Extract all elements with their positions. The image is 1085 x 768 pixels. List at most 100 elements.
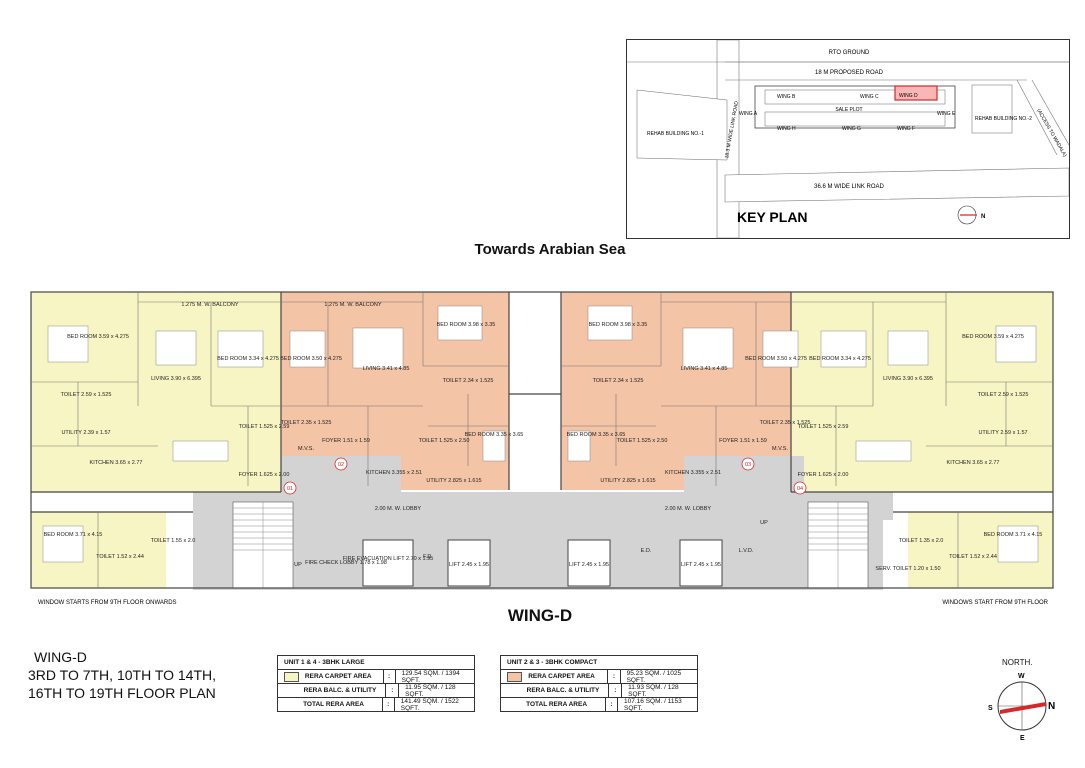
- svg-text:UP: UP: [760, 520, 768, 526]
- svg-text:FOYER 1.625 x 2.00: FOYER 1.625 x 2.00: [798, 472, 849, 478]
- compass-title: NORTH.: [1002, 658, 1033, 667]
- svg-text:KITCHEN 3.65 x 2.77: KITCHEN 3.65 x 2.77: [947, 460, 1000, 466]
- unit-04-area: [791, 292, 1053, 492]
- svg-text:WING F: WING F: [897, 126, 915, 132]
- svg-text:KITCHEN 3.65 x 2.77: KITCHEN 3.65 x 2.77: [90, 460, 143, 466]
- svg-text:WING A: WING A: [739, 111, 758, 117]
- svg-text:LIVING 3.41 x 4.85: LIVING 3.41 x 4.85: [363, 366, 410, 372]
- table-row: TOTAL RERA AREA : 141.49 SQM. / 1522 SQF…: [303, 697, 459, 712]
- table-row: RERA CARPET AREA : 95.23 SQM. / 1025 SQF…: [501, 670, 697, 684]
- svg-text:N: N: [1048, 701, 1055, 712]
- svg-text:WING B: WING B: [777, 94, 796, 100]
- left-room-labels: BED ROOM 3.59 x 4.275 LIVING 3.90 x 6.39…: [44, 302, 524, 568]
- svg-text:BED ROOM 3.34 x 4.275: BED ROOM 3.34 x 4.275: [809, 356, 871, 362]
- svg-text:L.V.D.: L.V.D.: [739, 548, 754, 554]
- svg-text:BED ROOM 3.59 x 4.275: BED ROOM 3.59 x 4.275: [67, 334, 129, 340]
- svg-text:TOILET 1.525 x 2.50: TOILET 1.525 x 2.50: [419, 438, 470, 444]
- svg-text:UP: UP: [294, 562, 302, 568]
- svg-text:BED ROOM 3.98 x 3.35: BED ROOM 3.98 x 3.35: [437, 322, 496, 328]
- svg-text:S: S: [988, 705, 993, 712]
- svg-text:E: E: [1020, 735, 1025, 742]
- window-note-right: WINDOWS START FROM 9TH FLOOR: [942, 600, 1048, 606]
- svg-text:TOILET 1.35 x 2.0: TOILET 1.35 x 2.0: [899, 538, 944, 544]
- svg-text:36.6 M WIDE LINK ROAD: 36.6 M WIDE LINK ROAD: [814, 184, 884, 190]
- svg-text:BED ROOM 3.34 x 4.275: BED ROOM 3.34 x 4.275: [217, 356, 279, 362]
- legend-swatch: [284, 671, 299, 682]
- svg-text:FIRE CHECK LOBBY 1.78 x 1.98: FIRE CHECK LOBBY 1.78 x 1.98: [305, 560, 387, 566]
- svg-text:TOILET 2.34 x 1.525: TOILET 2.34 x 1.525: [593, 378, 644, 384]
- svg-text:TOILET 1.525 x 2.50: TOILET 1.525 x 2.50: [617, 438, 668, 444]
- svg-text:TOILET 2.35 x 1.525: TOILET 2.35 x 1.525: [281, 420, 332, 426]
- sea-direction-heading: Towards Arabian Sea: [474, 241, 626, 258]
- wing-label: WING-D: [507, 606, 573, 625]
- unit-01-area: [31, 292, 281, 492]
- key-plan-map: N RTO GROUND 18 M PROPOSED ROAD 18.3 M W…: [627, 39, 1070, 239]
- svg-text:WING D: WING D: [899, 93, 918, 99]
- table-row: RERA BALC. & UTILITY : 11.95 SQM. / 128 …: [278, 684, 474, 698]
- svg-text:TOILET 2.35 x 1.525: TOILET 2.35 x 1.525: [760, 420, 811, 426]
- svg-text:TOILET 1.525 x 2.59: TOILET 1.525 x 2.59: [798, 424, 849, 430]
- svg-text:RTO GROUND: RTO GROUND: [829, 50, 870, 56]
- svg-text:1.275 M. W. BALCONY: 1.275 M. W. BALCONY: [324, 302, 381, 308]
- svg-text:WING E: WING E: [937, 111, 956, 117]
- svg-text:FIRE EVACUATION LIFT 2.70 x 1.: FIRE EVACUATION LIFT 2.70 x 1.95: [343, 556, 433, 562]
- table-header: UNIT 1 & 4 - 3BHK LARGE: [278, 656, 474, 670]
- svg-text:TOILET 2.59 x 1.525: TOILET 2.59 x 1.525: [61, 392, 112, 398]
- unit-2-3-area-table: UNIT 2 & 3 - 3BHK COMPACT RERA CARPET AR…: [500, 655, 698, 712]
- svg-text:LIFT 2.45 x 1.95: LIFT 2.45 x 1.95: [681, 562, 721, 568]
- svg-text:W: W: [1018, 673, 1025, 680]
- svg-text:TOILET 1.52 x 2.44: TOILET 1.52 x 2.44: [949, 554, 997, 560]
- svg-text:UTILITY 2.39 x 1.57: UTILITY 2.39 x 1.57: [61, 430, 110, 436]
- svg-text:UTILITY 2.825 x 1.615: UTILITY 2.825 x 1.615: [426, 478, 481, 484]
- svg-text:F.D.: F.D.: [423, 554, 433, 560]
- svg-text:N: N: [981, 214, 985, 220]
- table-row: TOTAL RERA AREA : 107.16 SQM. / 1153 SQF…: [526, 697, 682, 712]
- floor-info-line3: 16TH TO 19TH FLOOR PLAN: [28, 685, 216, 701]
- north-compass: NORTH. W S N E: [984, 656, 1064, 746]
- svg-text:LIFT 2.45 x 1.95: LIFT 2.45 x 1.95: [569, 562, 609, 568]
- svg-text:REHAB BUILDING NO.-1: REHAB BUILDING NO.-1: [647, 131, 704, 137]
- floor-info: WING-D 3RD TO 7TH, 10TH TO 14TH, 16TH TO…: [28, 648, 268, 702]
- unit-1-4-area-table: UNIT 1 & 4 - 3BHK LARGE RERA CARPET AREA…: [277, 655, 475, 712]
- svg-text:SERV. TOILET 1.20 x 1.50: SERV. TOILET 1.20 x 1.50: [875, 566, 940, 572]
- svg-text:01: 01: [287, 486, 293, 492]
- floor-info-wing: WING-D: [34, 649, 87, 665]
- svg-text:TOILET 2.34 x 1.525: TOILET 2.34 x 1.525: [443, 378, 494, 384]
- svg-text:1.275 M. W. BALCONY: 1.275 M. W. BALCONY: [181, 302, 238, 308]
- svg-text:TOILET 2.59 x 1.525: TOILET 2.59 x 1.525: [978, 392, 1029, 398]
- svg-text:FOYER 1.51 x 1.59: FOYER 1.51 x 1.59: [322, 438, 370, 444]
- svg-text:BED ROOM 3.35 x 3.65: BED ROOM 3.35 x 3.65: [567, 432, 626, 438]
- svg-text:2.00 M. W. LOBBY: 2.00 M. W. LOBBY: [375, 506, 421, 512]
- svg-text:LIVING 3.90 x 6.395: LIVING 3.90 x 6.395: [151, 376, 201, 382]
- svg-text:M.V.S.: M.V.S.: [298, 446, 314, 452]
- svg-text:BED ROOM 3.35 x 3.65: BED ROOM 3.35 x 3.65: [465, 432, 524, 438]
- svg-text:(ACCESS TO WADALA): (ACCESS TO WADALA): [1035, 108, 1068, 158]
- right-room-labels: BED ROOM 3.98 x 3.35 LIVING 3.41 x 4.85 …: [567, 322, 1043, 572]
- svg-text:18 M PROPOSED ROAD: 18 M PROPOSED ROAD: [815, 70, 884, 76]
- svg-text:TOILET 1.55 x 2.0: TOILET 1.55 x 2.0: [151, 538, 196, 544]
- wing-d-highlight: [894, 85, 938, 101]
- svg-text:BED ROOM 3.50 x 4.275: BED ROOM 3.50 x 4.275: [280, 356, 342, 362]
- svg-text:SALE PLOT: SALE PLOT: [835, 107, 862, 113]
- floor-plan-drawing: 01 02 03 04 BED ROOM 3.59 x 4.275 LIVING…: [30, 291, 1054, 606]
- svg-text:REHAB BUILDING NO.-2: REHAB BUILDING NO.-2: [975, 116, 1032, 122]
- svg-text:E.D.: E.D.: [641, 548, 652, 554]
- svg-text:2.00 M. W. LOBBY: 2.00 M. W. LOBBY: [665, 506, 711, 512]
- svg-text:LIFT 2.45 x 1.95: LIFT 2.45 x 1.95: [449, 562, 489, 568]
- svg-text:BED ROOM 3.71 x 4.15: BED ROOM 3.71 x 4.15: [44, 532, 103, 538]
- floor-info-line2: 3RD TO 7TH, 10TH TO 14TH,: [28, 667, 217, 683]
- svg-text:BED ROOM 3.50 x 4.275: BED ROOM 3.50 x 4.275: [745, 356, 807, 362]
- svg-text:LIVING 3.90 x 6.395: LIVING 3.90 x 6.395: [883, 376, 933, 382]
- svg-text:04: 04: [797, 486, 803, 492]
- unit-tags: 01 02 03 04: [283, 457, 807, 495]
- svg-text:WING C: WING C: [860, 94, 879, 100]
- svg-text:KITCHEN 3.355 x 2.51: KITCHEN 3.355 x 2.51: [366, 470, 422, 476]
- svg-text:BED ROOM 3.98 x 3.35: BED ROOM 3.98 x 3.35: [589, 322, 648, 328]
- compass-icon: W S N E: [988, 673, 1055, 742]
- svg-text:BED ROOM 3.59 x 4.275: BED ROOM 3.59 x 4.275: [962, 334, 1024, 340]
- key-plan-title: KEY PLAN: [737, 209, 808, 225]
- svg-text:TOILET 1.525 x 2.59: TOILET 1.525 x 2.59: [239, 424, 290, 430]
- window-note-left: WINDOW STARTS FROM 9TH FLOOR ONWARDS: [38, 600, 177, 606]
- svg-text:WING H: WING H: [777, 126, 796, 132]
- svg-text:BED ROOM 3.71 x 4.15: BED ROOM 3.71 x 4.15: [984, 532, 1043, 538]
